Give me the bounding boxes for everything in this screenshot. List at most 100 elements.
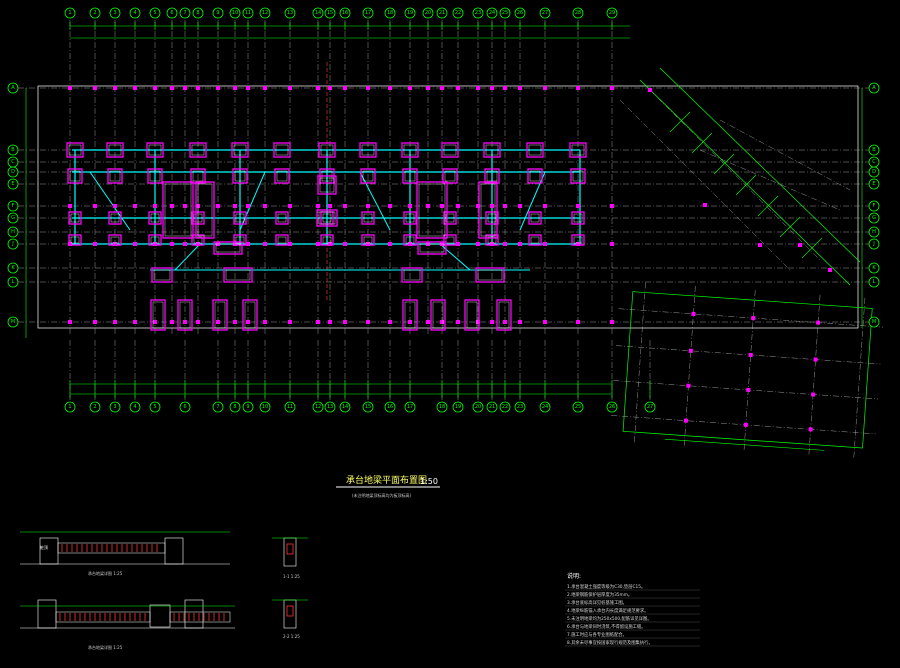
- pile-cap-inner: [573, 236, 583, 244]
- pier-dot: [456, 320, 460, 324]
- note-item: 8.其余未尽事宜按国家现行规范及图集执行。: [567, 639, 653, 646]
- axis-bubble-label: 1: [68, 10, 71, 16]
- axis-bubble: [436, 7, 448, 19]
- axis-bubble-label: 14: [315, 10, 321, 16]
- axis-bubble: [229, 401, 241, 413]
- pier-dot: [170, 204, 174, 208]
- axis-bubble-label: 25: [502, 10, 508, 16]
- pier-dot: [316, 86, 320, 90]
- pile-cap: [430, 299, 446, 331]
- block-pier: [688, 348, 693, 353]
- plan-outline: [37, 85, 859, 329]
- axis-bubble-label: 6: [183, 404, 186, 410]
- pile-cap-inner: [403, 269, 421, 281]
- axis-bubble: [7, 226, 19, 238]
- cross-section-outline: [283, 537, 297, 567]
- pier-dot: [170, 242, 174, 246]
- pile-cap: [316, 209, 338, 227]
- pier-dot: [113, 242, 117, 246]
- pier-dot: [133, 86, 137, 90]
- axis-bubble-label: 11: [245, 10, 251, 16]
- axis-bubble-label: 1: [68, 404, 71, 410]
- axis-bubble: [312, 7, 324, 19]
- pier-dot: [316, 320, 320, 324]
- ground-beam-diag: [174, 243, 201, 271]
- pile-cap-inner: [276, 170, 288, 182]
- pier-dot: [288, 320, 292, 324]
- axis-bubble: [179, 401, 191, 413]
- axis-bubble: [339, 7, 351, 19]
- axis-bubble: [89, 7, 101, 19]
- axis-bubble-label: C: [872, 159, 876, 165]
- pile-cap-inner: [244, 301, 256, 329]
- pile-cap: [231, 142, 249, 158]
- pier-dot: [366, 86, 370, 90]
- axis-bubble-label: 27: [542, 10, 548, 16]
- pile-cap-inner: [322, 213, 332, 223]
- pile-cap: [68, 234, 82, 246]
- axis-bubble: [192, 7, 204, 19]
- cross-section-stirrup: [286, 605, 294, 617]
- wing-axis: [699, 149, 841, 211]
- notes-title: 说明:: [567, 572, 581, 580]
- pier-dot: [183, 242, 187, 246]
- pile-cap: [242, 299, 258, 331]
- pile-cap-inner: [153, 269, 171, 281]
- pier-dot: [576, 320, 580, 324]
- ground-beam-diag: [359, 171, 391, 231]
- axis-bubble-label: B: [11, 147, 15, 153]
- block-axis-h: [611, 415, 876, 435]
- axis-bubble-label: J: [11, 241, 13, 247]
- axis-bubble: [472, 7, 484, 19]
- pier-dot: [343, 242, 347, 246]
- pile-cap: [162, 181, 194, 239]
- section-detail-2: [20, 599, 235, 629]
- wing-tick: [757, 195, 779, 217]
- pier-dot: [388, 204, 392, 208]
- ground-beams: [72, 149, 581, 271]
- pier-dot: [263, 86, 267, 90]
- pile-cap: [320, 234, 334, 246]
- pier-dot: [93, 86, 97, 90]
- axis-bubble: [129, 401, 141, 413]
- pile-cap-inner: [529, 170, 541, 182]
- axis-bubble: [129, 7, 141, 19]
- axis-grid: [18, 20, 870, 400]
- pier-dot: [426, 86, 430, 90]
- wing-tick: [669, 111, 691, 133]
- axis-bubble-label: 15: [365, 404, 371, 410]
- axis-bubble: [404, 401, 416, 413]
- axis-bubble: [312, 401, 324, 413]
- pile-cap: [496, 299, 512, 331]
- pile-cap-inner: [70, 236, 80, 244]
- pier-dot: [388, 320, 392, 324]
- sec1-pier-left: [39, 537, 59, 565]
- pile-cap: [108, 234, 122, 246]
- axis-bubble-label: 6: [170, 10, 173, 16]
- axis-bubble-label: 3: [113, 404, 116, 410]
- axis-bubble-label: E: [872, 181, 875, 187]
- pier-dot: [93, 204, 97, 208]
- pile-cap: [195, 181, 215, 239]
- block-pier: [691, 311, 696, 317]
- pier-dot: [328, 86, 332, 90]
- block-dim: [664, 438, 825, 451]
- pier-dot: [246, 86, 250, 90]
- axis-bubble: [606, 7, 618, 19]
- pier-dot: [183, 204, 187, 208]
- pier-dot: [153, 242, 157, 246]
- pile-cap: [318, 142, 336, 158]
- axis-bubble-label: 21: [489, 404, 495, 410]
- axis-bubble: [436, 401, 448, 413]
- ground-beam-diag: [519, 171, 546, 231]
- cross-section-2: [272, 599, 308, 629]
- pile-cap: [402, 299, 418, 331]
- pier-dot: [366, 204, 370, 208]
- pile-cap-inner: [571, 144, 585, 156]
- axis-bubble-label: 19: [455, 404, 461, 410]
- pile-cap-inner: [487, 236, 497, 244]
- pile-cap: [528, 234, 542, 246]
- pile-cap-inner: [486, 170, 498, 182]
- axis-bubble-label: 24: [542, 404, 548, 410]
